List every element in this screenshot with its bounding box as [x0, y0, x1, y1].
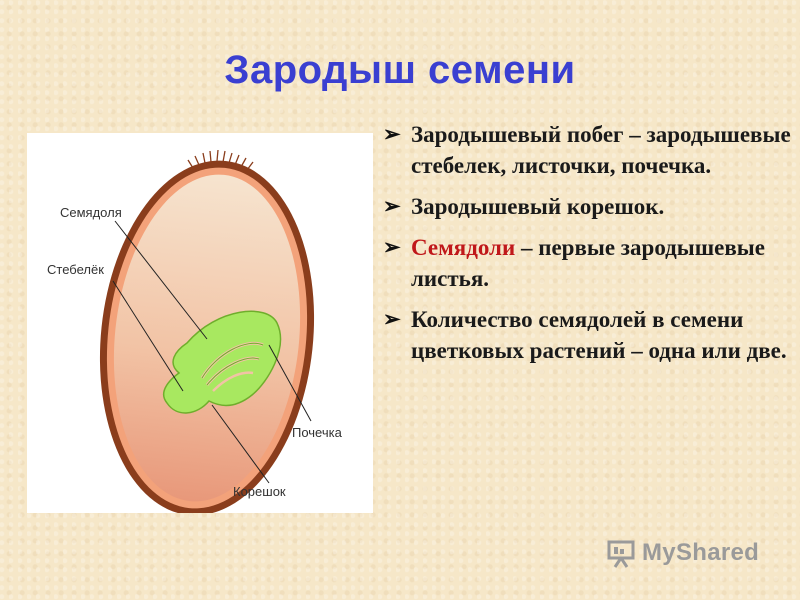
bullet-text: Количество семядолей в семени цветковых … — [411, 307, 787, 363]
arrow-bullet-icon: ➢ — [383, 307, 401, 331]
embryo — [162, 310, 282, 414]
seed-illustration — [99, 149, 315, 513]
leader-cotyledon — [114, 220, 208, 340]
presentation-board-icon — [607, 540, 635, 568]
arrow-bullet-icon: ➢ — [383, 235, 401, 259]
seed-diagram: Семядоля Стебелёк Почечка Корешок — [27, 133, 373, 513]
arrow-bullet-icon: ➢ — [383, 194, 401, 218]
logo-text: MyShared — [642, 539, 760, 566]
bullet-item: ➢ Зародышевый корешок. — [383, 191, 793, 222]
leader-lines — [112, 220, 312, 484]
label-stem: Стебелёк — [47, 262, 104, 277]
watermark-logo: MyShared — [606, 536, 759, 570]
label-root: Корешок — [233, 484, 286, 499]
leader-root — [211, 404, 270, 484]
bullet-item: ➢ Семядоли – первые зародышевые листья. — [383, 232, 793, 294]
label-bud: Почечка — [292, 425, 342, 440]
bullet-text: Зародышевый побег – зародышевые стебелек… — [411, 122, 791, 178]
page-title: Зародыш семени — [224, 48, 576, 92]
bullet-list: ➢ Зародышевый побег – зародышевые стебел… — [383, 119, 793, 376]
bullet-item: ➢ Количество семядолей в семени цветковы… — [383, 304, 793, 366]
leader-stem — [112, 280, 184, 392]
leader-bud — [268, 344, 312, 422]
label-cotyledon: Семядоля — [60, 205, 122, 220]
arrow-bullet-icon: ➢ — [383, 122, 401, 146]
bullet-item: ➢ Зародышевый побег – зародышевые стебел… — [383, 119, 793, 181]
highlight-term: Семядоли — [411, 235, 516, 260]
bullet-text: Зародышевый корешок. — [411, 194, 665, 219]
bullet-text: – первые зародышевые листья. — [411, 235, 765, 291]
